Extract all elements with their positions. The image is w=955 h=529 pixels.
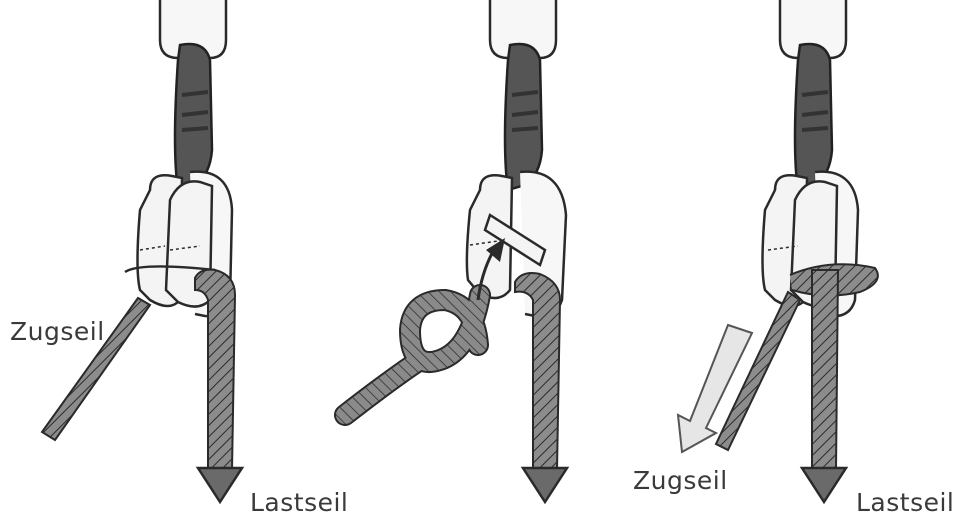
label-lastseil-right: Lastseil bbox=[856, 490, 954, 515]
panel-1 bbox=[42, 0, 242, 502]
label-lastseil-left: Lastseil bbox=[250, 490, 348, 515]
direction-arrow-icon bbox=[678, 325, 752, 452]
label-zugseil-left: Zugseil bbox=[10, 319, 105, 344]
down-arrow bbox=[198, 468, 242, 502]
label-zugseil-right: Zugseil bbox=[633, 468, 728, 493]
panel-3 bbox=[678, 0, 878, 502]
panel-2 bbox=[345, 0, 567, 502]
sling bbox=[175, 44, 212, 190]
